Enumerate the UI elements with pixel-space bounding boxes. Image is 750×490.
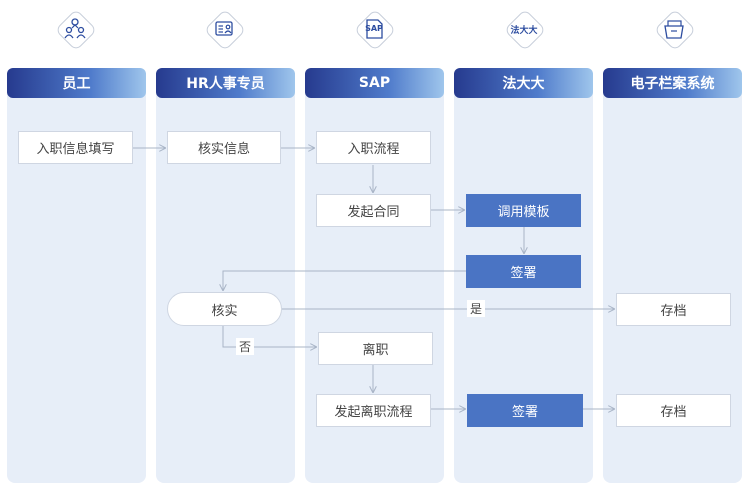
node-archive-2: 存档 xyxy=(616,394,731,427)
node-verify-info: 核实信息 xyxy=(167,131,281,164)
lane-title-fadada: 法大大 xyxy=(454,68,593,98)
edge-label-yes: 是 xyxy=(467,300,486,317)
node-sign-1: 签署 xyxy=(466,255,581,288)
archive-folder-icon xyxy=(653,8,697,52)
node-archive-1: 存档 xyxy=(616,293,731,326)
lane-title-employee: 员工 xyxy=(7,68,146,98)
lane-title-sap: SAP xyxy=(305,68,444,98)
node-onboard-process: 入职流程 xyxy=(316,131,431,164)
sap-icon-text: SAP xyxy=(365,24,383,33)
people-icon xyxy=(54,8,98,52)
lane-title-archive: 电子栏案系统 xyxy=(603,68,742,98)
node-sign-2: 签署 xyxy=(467,394,583,427)
fadada-logo-icon: 法大大 xyxy=(503,8,547,52)
node-initiate-resign: 发起离职流程 xyxy=(316,394,431,427)
node-initiate-contract: 发起合同 xyxy=(316,194,431,227)
node-onboard-info: 入职信息填写 xyxy=(18,131,133,164)
lane-title-hr: HR人事专员 xyxy=(156,68,295,98)
node-verify-decision: 核实 xyxy=(167,292,282,326)
node-call-template: 调用模板 xyxy=(466,194,581,227)
fadada-icon-text: 法大大 xyxy=(510,26,538,36)
id-card-icon xyxy=(203,8,247,52)
edge-label-no: 否 xyxy=(236,338,255,355)
sap-file-icon: SAP xyxy=(353,8,397,52)
node-resign: 离职 xyxy=(318,332,433,365)
